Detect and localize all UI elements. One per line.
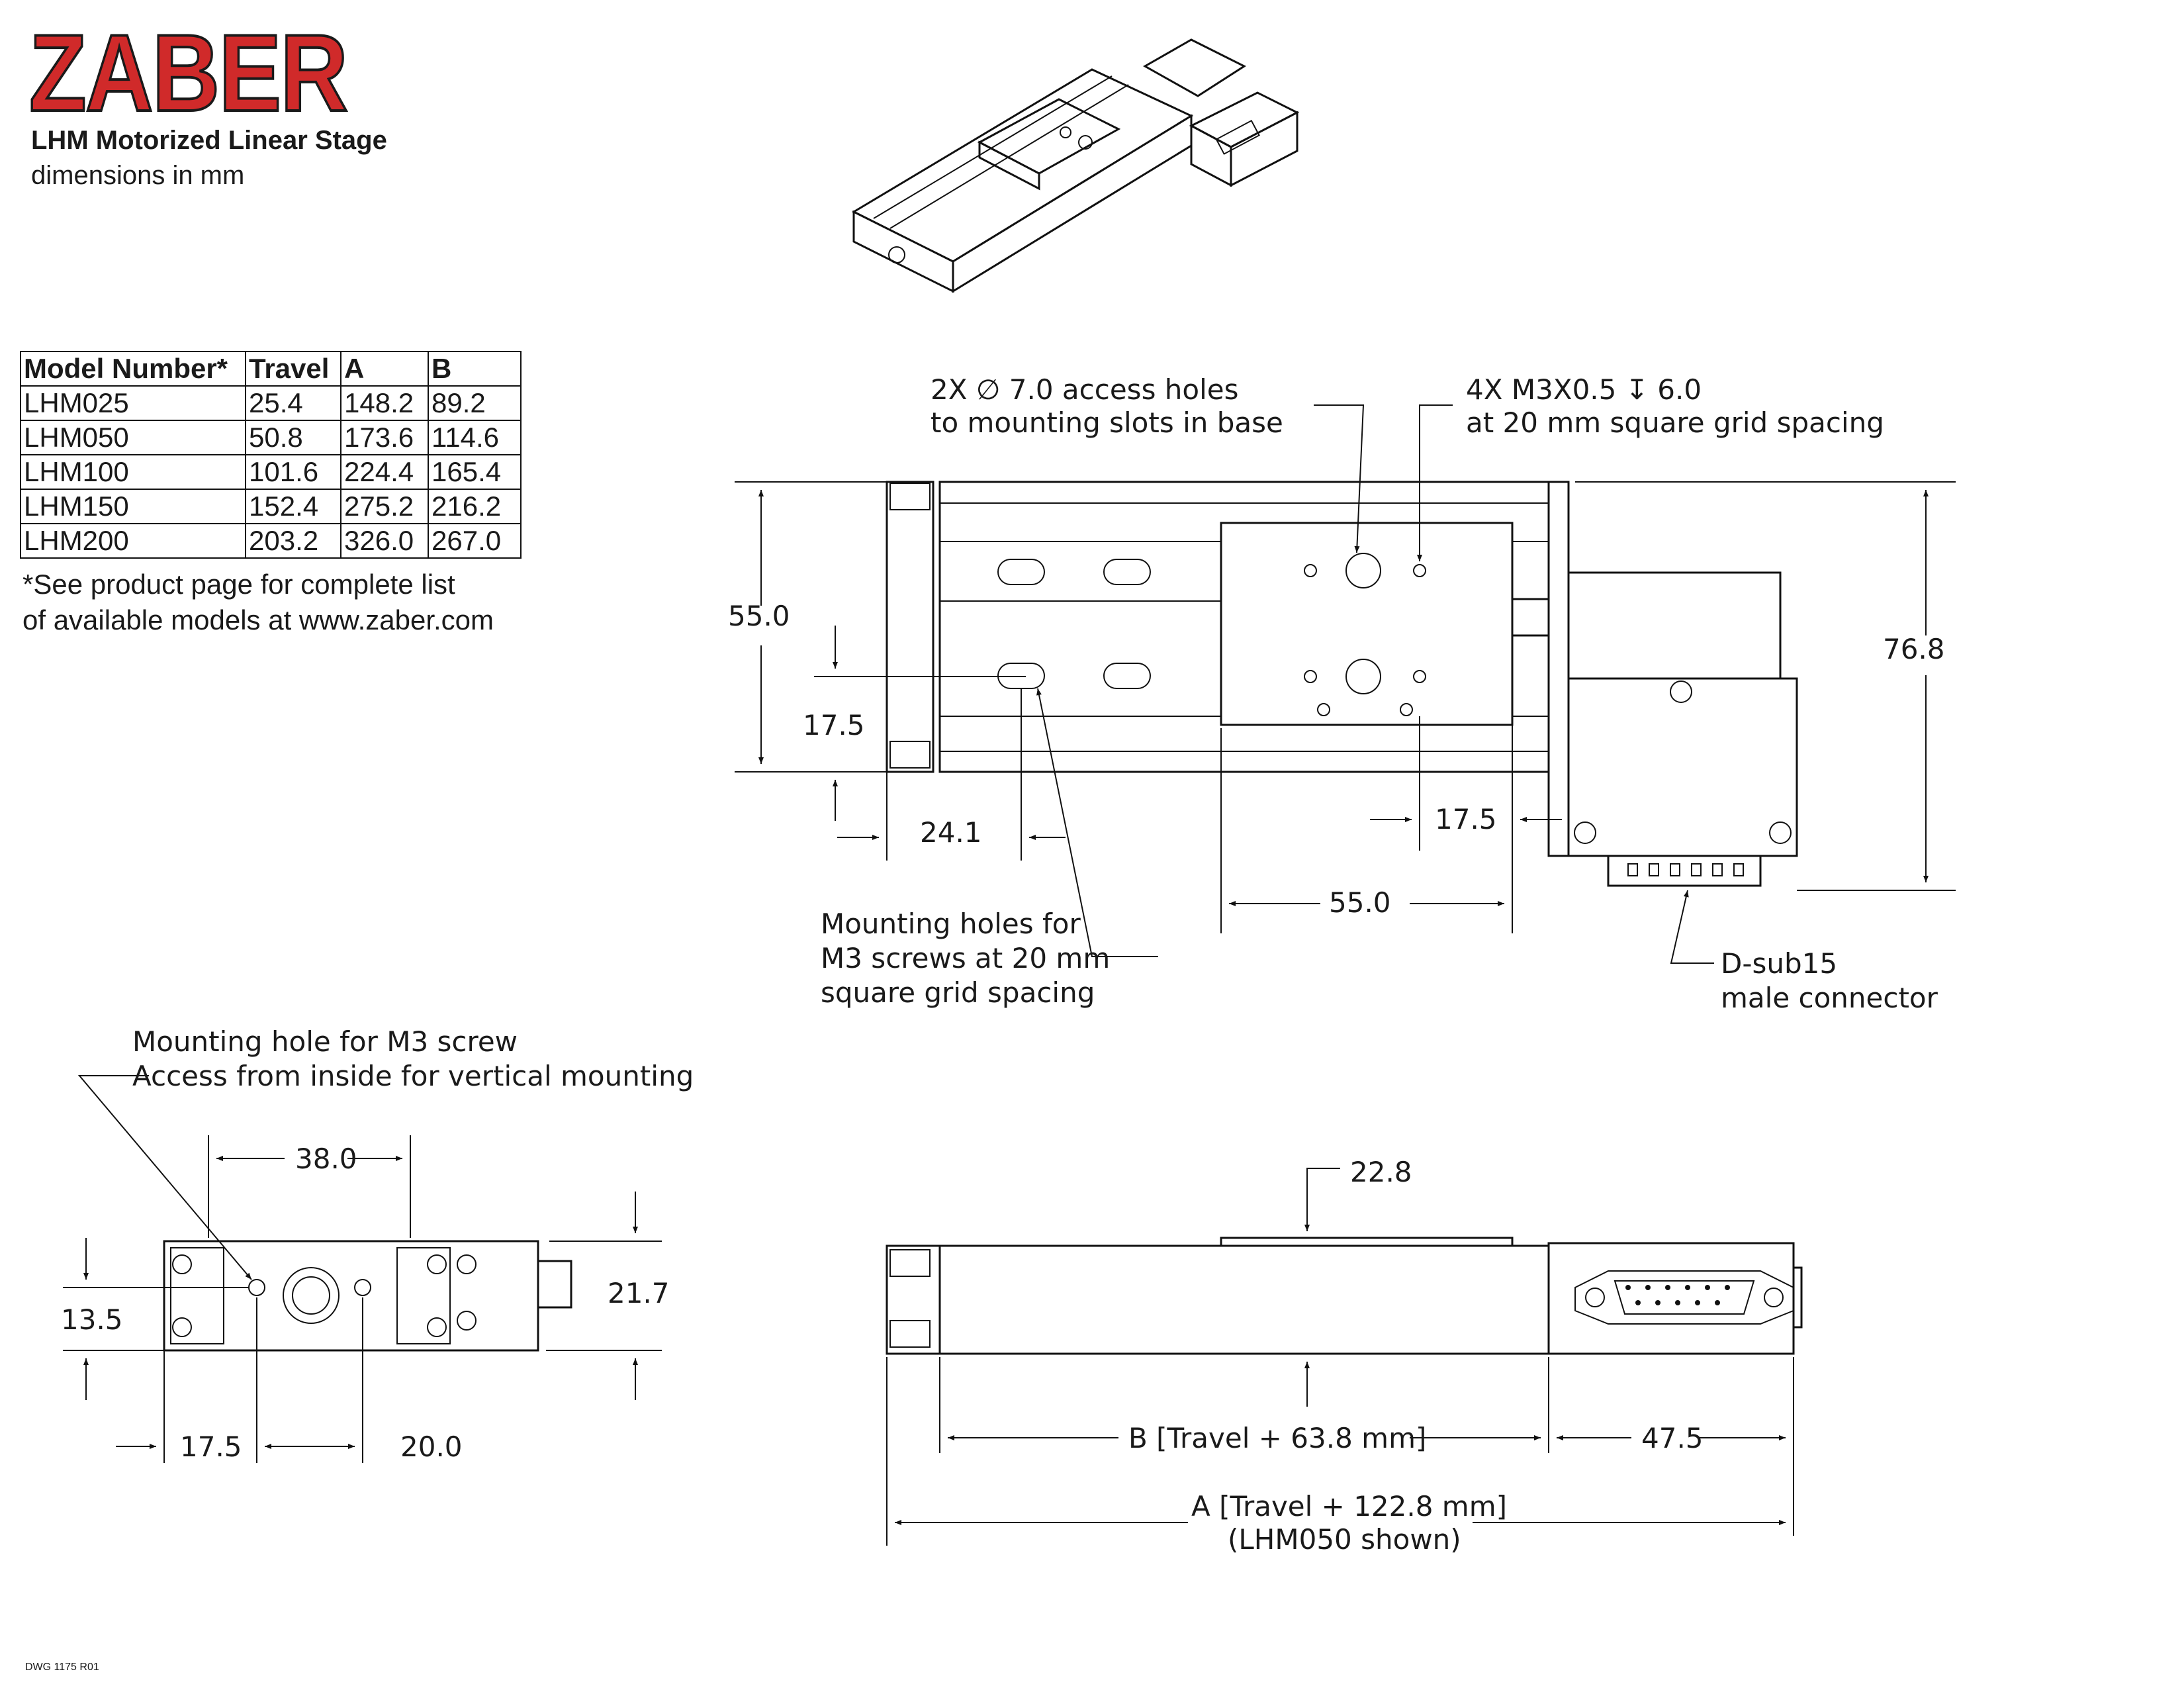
end-view-labels: Mounting hole for M3 screw Access from i… bbox=[61, 1025, 694, 1463]
table-cell-model: LHM100 bbox=[20, 454, 246, 490]
table-row: LHM050 50.8 173.6 114.6 bbox=[20, 420, 522, 455]
model-note: *See product page for complete list of a… bbox=[23, 567, 494, 638]
dim-end-height: 21.7 bbox=[608, 1277, 670, 1309]
table-header-row: Model Number* Travel A B bbox=[20, 351, 522, 387]
dim-end-width: 38.0 bbox=[295, 1143, 357, 1175]
drawing-title: LHM Motorized Linear Stage bbox=[31, 126, 387, 155]
table-cell-b: 165.4 bbox=[428, 454, 522, 490]
mounting-holes-callout-line-1: Mounting holes for bbox=[821, 908, 1081, 940]
top-view-labels: 2X ∅ 7.0 access holes to mounting slots … bbox=[728, 373, 1945, 1014]
column-header-a: A bbox=[340, 351, 429, 387]
tapped-holes-callout-line-2: at 20 mm square grid spacing bbox=[1466, 406, 1884, 439]
model-note-line-2: of available models at www.zaber.com bbox=[23, 604, 494, 635]
end-view-callout-line-1: Mounting hole for M3 screw bbox=[132, 1025, 518, 1058]
table-row: LHM025 25.4 148.2 89.2 bbox=[20, 385, 522, 421]
column-header-model: Model Number* bbox=[20, 351, 246, 387]
drawing-number: DWG 1175 R01 bbox=[25, 1662, 99, 1673]
dim-b-length: B [Travel + 63.8 mm] bbox=[1128, 1422, 1426, 1454]
table-cell-a: 148.2 bbox=[340, 385, 429, 421]
access-holes-callout-line-1: 2X ∅ 7.0 access holes bbox=[931, 373, 1239, 406]
model-note-line-1: *See product page for complete list bbox=[23, 569, 455, 600]
side-view-labels: 22.8 B [Travel + 63.8 mm] 47.5 A [Travel… bbox=[1128, 1156, 1704, 1556]
mounting-holes-callout-line-2: M3 screws at 20 mm bbox=[821, 942, 1110, 974]
table-row: LHM100 101.6 224.4 165.4 bbox=[20, 454, 522, 490]
table-cell-b: 89.2 bbox=[428, 385, 522, 421]
dim-carriage-hole: 17.5 bbox=[1435, 803, 1497, 835]
zaber-logo: ZABER bbox=[28, 12, 349, 134]
dim-a-length: A [Travel + 122.8 mm] bbox=[1191, 1490, 1507, 1523]
dim-motor-length: 47.5 bbox=[1641, 1422, 1704, 1454]
end-view bbox=[163, 1240, 572, 1352]
table-row: LHM150 152.4 275.2 216.2 bbox=[20, 489, 522, 524]
end-view-dimensions bbox=[63, 1075, 662, 1463]
table-cell-a: 275.2 bbox=[340, 489, 429, 524]
table-cell-model: LHM050 bbox=[20, 420, 246, 455]
end-view-callout-line-2: Access from inside for vertical mounting bbox=[132, 1060, 694, 1092]
dim-end-hole-height: 13.5 bbox=[61, 1303, 123, 1336]
dsub-callout-line-2: male connector bbox=[1721, 982, 1938, 1014]
dim-end-hole-spacing: 20.0 bbox=[400, 1430, 463, 1463]
dim-slot-x: 24.1 bbox=[920, 816, 982, 849]
mounting-holes-callout-line-3: square grid spacing bbox=[821, 976, 1095, 1009]
table-cell-b: 114.6 bbox=[428, 420, 522, 455]
table-cell-travel: 203.2 bbox=[245, 523, 341, 559]
dim-carriage-width: 55.0 bbox=[1329, 886, 1391, 919]
table-cell-travel: 50.8 bbox=[245, 420, 341, 455]
top-view bbox=[886, 481, 1798, 887]
dim-end-hole-x: 17.5 bbox=[180, 1430, 242, 1463]
table-cell-travel: 152.4 bbox=[245, 489, 341, 524]
table-cell-model: LHM150 bbox=[20, 489, 246, 524]
table-cell-a: 224.4 bbox=[340, 454, 429, 490]
dim-stage-height: 55.0 bbox=[728, 600, 790, 632]
dim-carriage-height: 22.8 bbox=[1350, 1156, 1412, 1188]
table-cell-a: 173.6 bbox=[340, 420, 429, 455]
table-cell-travel: 25.4 bbox=[245, 385, 341, 421]
side-view bbox=[886, 1237, 1803, 1355]
top-view-dimensions bbox=[735, 404, 1956, 964]
table-cell-travel: 101.6 bbox=[245, 454, 341, 490]
table-cell-model: LHM200 bbox=[20, 523, 246, 559]
dim-total-height: 76.8 bbox=[1883, 633, 1945, 665]
table-row: LHM200 203.2 326.0 267.0 bbox=[20, 523, 522, 559]
column-header-b: B bbox=[428, 351, 522, 387]
column-header-travel: Travel bbox=[245, 351, 341, 387]
shown-model-note: (LHM050 shown) bbox=[1228, 1523, 1461, 1556]
isometric-view bbox=[851, 38, 1300, 293]
side-view-dimensions bbox=[886, 1168, 1794, 1546]
table-cell-b: 216.2 bbox=[428, 489, 522, 524]
table-cell-a: 326.0 bbox=[340, 523, 429, 559]
model-dimensions-table: Model Number* Travel A B LHM025 25.4 148… bbox=[20, 351, 522, 559]
table-cell-b: 267.0 bbox=[428, 523, 522, 559]
access-holes-callout-line-2: to mounting slots in base bbox=[931, 406, 1283, 439]
dsub-callout-line-1: D-sub15 bbox=[1721, 947, 1837, 980]
tapped-holes-callout-line-1: 4X M3X0.5 ↧ 6.0 bbox=[1466, 373, 1702, 406]
table-cell-model: LHM025 bbox=[20, 385, 246, 421]
drawing-units-note: dimensions in mm bbox=[31, 161, 245, 190]
dim-hole-offset: 17.5 bbox=[803, 709, 865, 741]
